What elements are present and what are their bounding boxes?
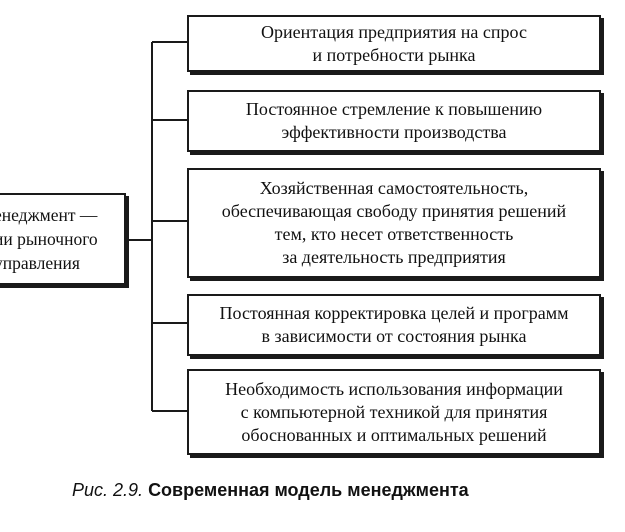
item-line: обеспечивающая свободу принятия решений bbox=[221, 201, 567, 221]
item-line: в зависимости от состояния рынка bbox=[261, 326, 527, 346]
caption-number: Рис. 2.9. bbox=[72, 480, 144, 500]
figure-caption: Рис. 2.9. Современная модель менеджмента bbox=[72, 480, 469, 501]
item-line: с компьютерной техникой для принятия bbox=[240, 401, 548, 422]
item-line: Ориентация предприятия на спрос bbox=[261, 21, 527, 42]
item-box-5: Необходимость использования информации с… bbox=[187, 369, 601, 455]
item-box-3: Хозяйственная самостоятельность, обеспеч… bbox=[187, 168, 601, 278]
root-line: управления bbox=[0, 253, 80, 273]
item-line: Хозяйственная самостоятельность, bbox=[259, 178, 529, 198]
caption-title: Современная модель менеджмента bbox=[148, 480, 469, 500]
item-box-1: Ориентация предприятия на спрос и потреб… bbox=[187, 15, 601, 72]
item-line: тем, кто несет ответственность bbox=[274, 224, 514, 244]
item-line: Постоянное стремление к повышению bbox=[245, 99, 543, 119]
item-line: Необходимость использования информации bbox=[225, 378, 563, 399]
root-line: ии рыночного bbox=[0, 229, 98, 249]
root-line: енеджмент — bbox=[0, 205, 98, 225]
item-line: Постоянная корректировка целей и програм… bbox=[219, 303, 569, 323]
item-line: и потребности рынка bbox=[312, 44, 476, 65]
item-line: за деятельность предприятия bbox=[282, 247, 506, 267]
item-line: эффективности производства bbox=[281, 122, 507, 142]
item-box-4: Постоянная корректировка целей и програм… bbox=[187, 294, 601, 356]
item-box-2: Постоянное стремление к повышению эффект… bbox=[187, 90, 601, 152]
root-box: енеджмент — ии рыночного управления bbox=[0, 193, 126, 285]
item-line: обоснованных и оптимальных решений bbox=[241, 424, 547, 445]
